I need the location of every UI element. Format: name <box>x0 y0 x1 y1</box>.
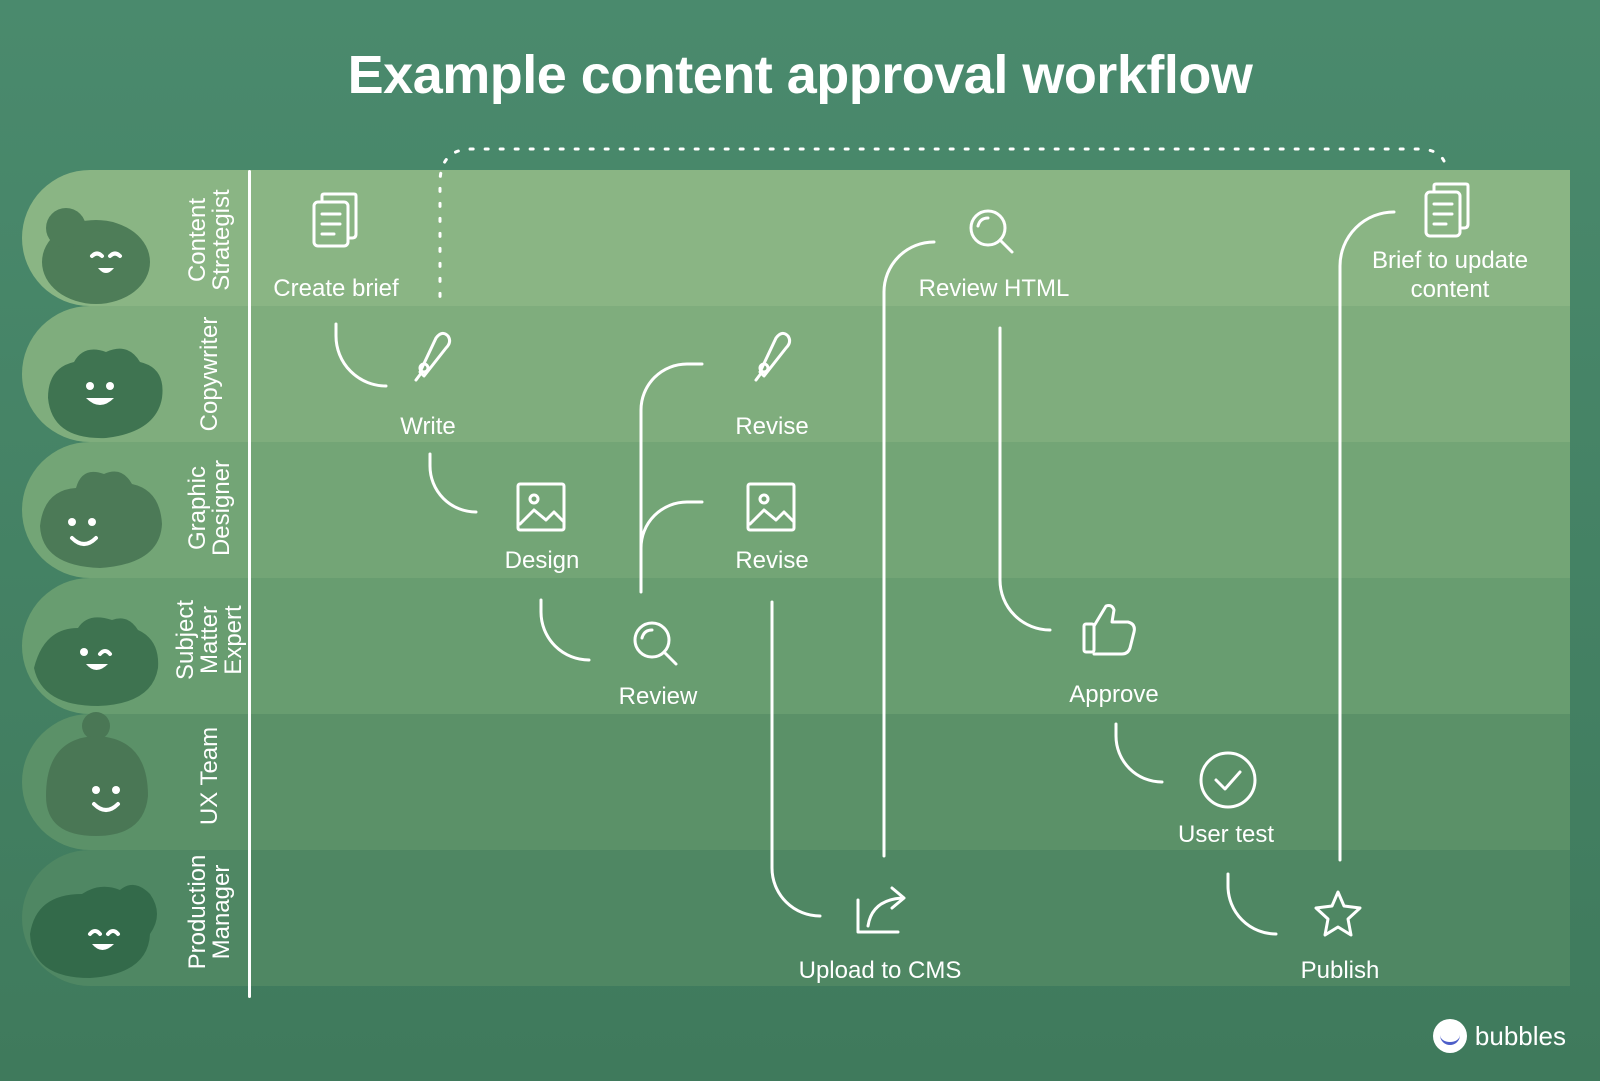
bubbles-logo-icon <box>1432 1019 1467 1053</box>
share-icon <box>856 886 906 934</box>
magnifier-icon <box>633 621 678 666</box>
step-review: Review <box>618 683 698 710</box>
connector-loop-back <box>438 147 1446 302</box>
connector-design-review <box>539 598 591 662</box>
avatar-production-manager <box>30 884 157 978</box>
pen-icon <box>414 331 452 382</box>
lane-copywriter <box>22 306 1570 442</box>
connector-reviewhtml-approve <box>998 326 1052 632</box>
image-icon <box>746 482 796 532</box>
brand-name: bubbles <box>1474 1020 1566 1051</box>
image-icon <box>516 482 566 532</box>
step-create-brief: Create brief <box>273 275 399 302</box>
step-approve: Approve <box>1069 681 1159 708</box>
step-review-html: Review HTML <box>918 275 1070 302</box>
connector-review-revise-design <box>639 500 704 550</box>
lane-content-strategist <box>22 170 1570 306</box>
connector-write-design <box>428 452 478 514</box>
connector-upload-reviewhtml <box>882 240 936 858</box>
step-publish: Publish <box>1300 957 1380 984</box>
thumbs-up-icon <box>1082 604 1136 656</box>
lane-ux-team <box>22 714 1570 850</box>
step-write: Write <box>400 413 456 440</box>
connector-revise-upload <box>770 600 822 918</box>
avatar-content-strategist <box>42 208 150 304</box>
page-title: Example content approval workflow <box>347 45 1253 105</box>
avatar-subject-matter-expert <box>34 617 159 706</box>
connector-publish-brief <box>1338 210 1396 862</box>
lane-production-manager <box>22 850 1570 986</box>
connector-approve-usertest <box>1114 722 1164 784</box>
lane-subject-matter-expert <box>22 578 1570 714</box>
step-revise-design: Revise <box>735 547 809 574</box>
pen-icon <box>754 331 792 382</box>
step-design: Design <box>504 547 580 574</box>
lane-graphic-designer <box>22 442 1570 578</box>
magnifier-icon <box>969 209 1014 254</box>
lane-divider <box>248 170 251 998</box>
star-icon <box>1314 890 1362 937</box>
step-revise-copy: Revise <box>735 413 809 440</box>
document-icon <box>1424 182 1470 238</box>
document-icon <box>312 192 358 248</box>
step-user-test: User test <box>1177 821 1275 848</box>
check-circle-icon <box>1199 751 1257 809</box>
connector-usertest-publish <box>1226 872 1278 936</box>
connector-create-write <box>334 322 388 388</box>
avatar-copywriter <box>48 348 163 439</box>
avatar-ux-team <box>46 712 148 836</box>
connector-review-revise <box>639 362 704 594</box>
step-upload-to-cms: Upload to CMS <box>798 957 962 984</box>
brand-logo: bubbles <box>1432 1019 1566 1053</box>
avatar-graphic-designer <box>40 471 162 568</box>
